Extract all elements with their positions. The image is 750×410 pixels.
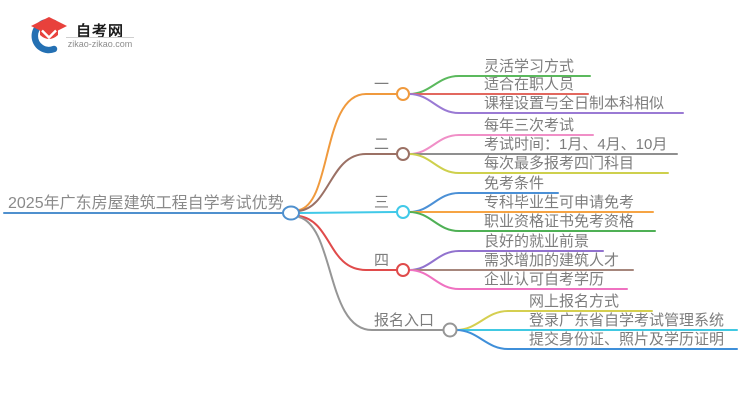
child-node-2-2[interactable]: 考试时间：1月、4月、10月	[484, 136, 668, 153]
branch-2-handle[interactable]	[396, 147, 410, 161]
connector-child-4-3	[408, 269, 628, 290]
connector-branch-2	[298, 153, 398, 212]
child-node-4-2[interactable]: 需求增加的建筑人才	[484, 252, 620, 269]
connector-branch-1	[298, 93, 398, 211]
child-node-5-2[interactable]: 登录广东省自学考试管理系统	[529, 312, 725, 329]
child-node-4-1[interactable]: 良好的就业前景	[484, 233, 590, 250]
graduation-cap-icon	[31, 17, 67, 54]
child-node-3-3[interactable]: 职业资格证书免考资格	[484, 213, 635, 230]
child-node-1-1[interactable]: 灵活学习方式	[484, 58, 575, 75]
logo-divider	[66, 37, 134, 38]
central-topic[interactable]: 2025年广东房屋建筑工程自学考试优势	[8, 195, 284, 212]
connector-child-1-3	[408, 93, 684, 114]
child-node-5-3[interactable]: 提交身份证、照片及学历证明	[529, 331, 725, 348]
connector-branch-5	[298, 216, 445, 331]
branch-node-5[interactable]: 报名入口	[374, 312, 435, 329]
child-node-4-3[interactable]: 企业认可自考学历	[484, 271, 605, 288]
child-node-3-2[interactable]: 专科毕业生可申请免考	[484, 194, 635, 211]
branch-4-handle[interactable]	[396, 263, 410, 277]
central-node-handle[interactable]	[282, 205, 300, 221]
child-node-1-2[interactable]: 适合在职人员	[484, 76, 575, 93]
branch-5-handle[interactable]	[442, 322, 458, 338]
branch-1-handle[interactable]	[396, 87, 410, 101]
branch-node-4[interactable]: 四	[374, 252, 390, 269]
child-node-3-1[interactable]: 免考条件	[484, 175, 545, 192]
branch-node-3[interactable]: 三	[374, 194, 390, 211]
branch-3-handle[interactable]	[396, 205, 410, 219]
connector-child-3-3	[408, 211, 656, 232]
connector-child-5-3	[455, 329, 738, 350]
branch-node-1[interactable]: 一	[374, 76, 390, 93]
connector-branch-4	[298, 215, 398, 271]
child-node-5-1[interactable]: 网上报名方式	[529, 293, 620, 310]
child-node-1-3[interactable]: 课程设置与全日制本科相似	[484, 95, 665, 112]
child-node-2-3[interactable]: 每次最多报考四门科目	[484, 155, 635, 172]
connector-branch-3	[298, 211, 398, 214]
connector-child-2-3	[408, 153, 669, 174]
branch-node-2[interactable]: 二	[374, 136, 390, 153]
child-node-2-1[interactable]: 每年三次考试	[484, 117, 575, 134]
logo-title: 自考网	[76, 23, 125, 40]
site-logo[interactable]: 自考网 zikao-zikao.com	[24, 12, 144, 56]
logo-domain: zikao-zikao.com	[67, 39, 133, 49]
